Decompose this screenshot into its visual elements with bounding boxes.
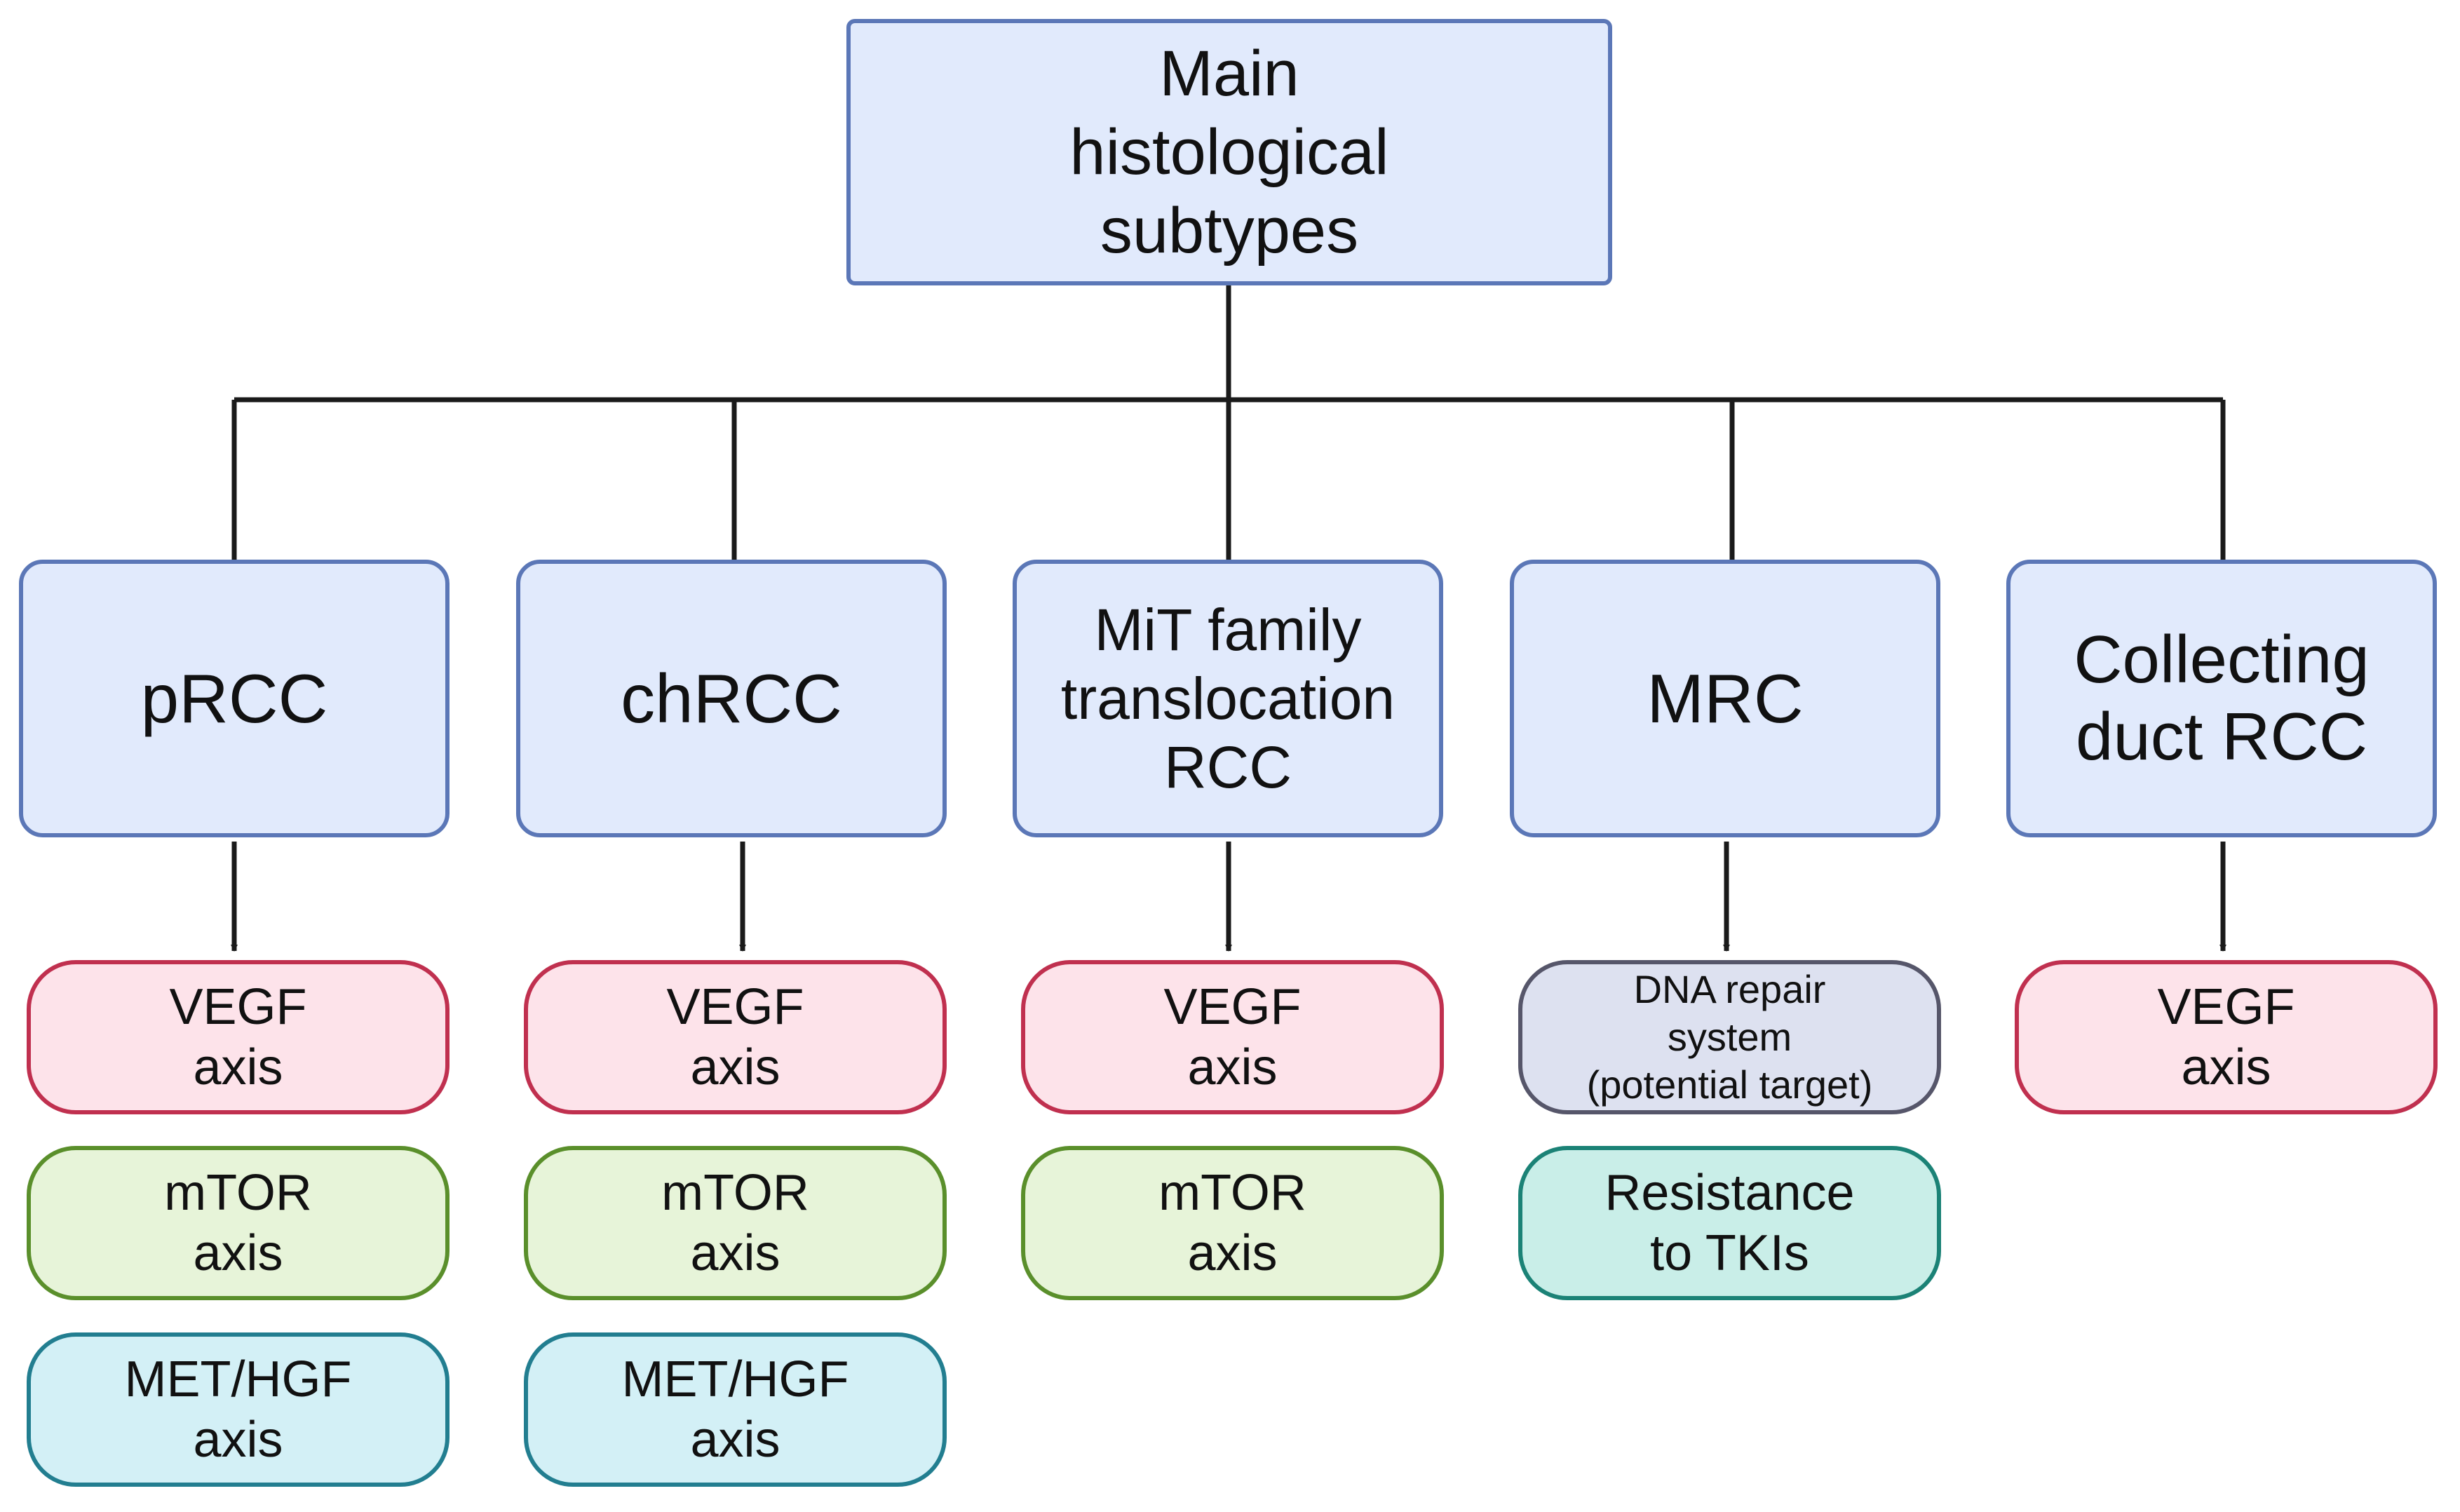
root-label: Main histological subtypes: [1069, 38, 1389, 266]
target-label: Resistance to TKIs: [1604, 1165, 1855, 1281]
subtype-box-mrc: MRC: [1510, 560, 1940, 837]
target-label: VEGF axis: [1163, 979, 1302, 1095]
target-label: MET/HGF axis: [621, 1351, 849, 1468]
target-mtor-axis: mTOR axis: [524, 1146, 947, 1300]
target-mtor-axis: mTOR axis: [27, 1146, 450, 1300]
subtype-box-chrcc: chRCC: [516, 560, 947, 837]
target-label: VEGF axis: [666, 979, 804, 1095]
target-dna-repair-system: DNA repair system (potential target): [1518, 960, 1941, 1114]
target-label: mTOR axis: [1158, 1165, 1306, 1281]
target-label: mTOR axis: [164, 1165, 312, 1281]
subtype-label-chrcc: chRCC: [621, 660, 842, 737]
target-vegf-axis: VEGF axis: [1021, 960, 1444, 1114]
target-mtor-axis: mTOR axis: [1021, 1146, 1444, 1300]
target-vegf-axis: VEGF axis: [27, 960, 450, 1114]
subtype-label-prcc: pRCC: [140, 660, 328, 737]
subtype-box-mit-family: MiT family translocation RCC: [1013, 560, 1443, 837]
root-box: Main histological subtypes: [846, 19, 1612, 285]
target-label: DNA repair system (potential target): [1586, 967, 1873, 1107]
subtype-box-collecting-duct: Collecting duct RCC: [2006, 560, 2437, 837]
target-label: MET/HGF axis: [124, 1351, 352, 1468]
target-met-hgf-axis: MET/HGF axis: [524, 1332, 947, 1487]
target-vegf-axis: VEGF axis: [524, 960, 947, 1114]
target-met-hgf-axis: MET/HGF axis: [27, 1332, 450, 1487]
subtype-label-collecting-duct: Collecting duct RCC: [2074, 622, 2370, 774]
target-label: VEGF axis: [2157, 979, 2295, 1095]
target-label: VEGF axis: [169, 979, 307, 1095]
subtype-label-mit-family: MiT family translocation RCC: [1060, 597, 1395, 800]
target-label: mTOR axis: [661, 1165, 809, 1281]
target-vegf-axis: VEGF axis: [2015, 960, 2438, 1114]
subtype-box-prcc: pRCC: [19, 560, 450, 837]
subtype-label-mrc: MRC: [1647, 660, 1804, 737]
target-resistance-to-tkis: Resistance to TKIs: [1518, 1146, 1941, 1300]
